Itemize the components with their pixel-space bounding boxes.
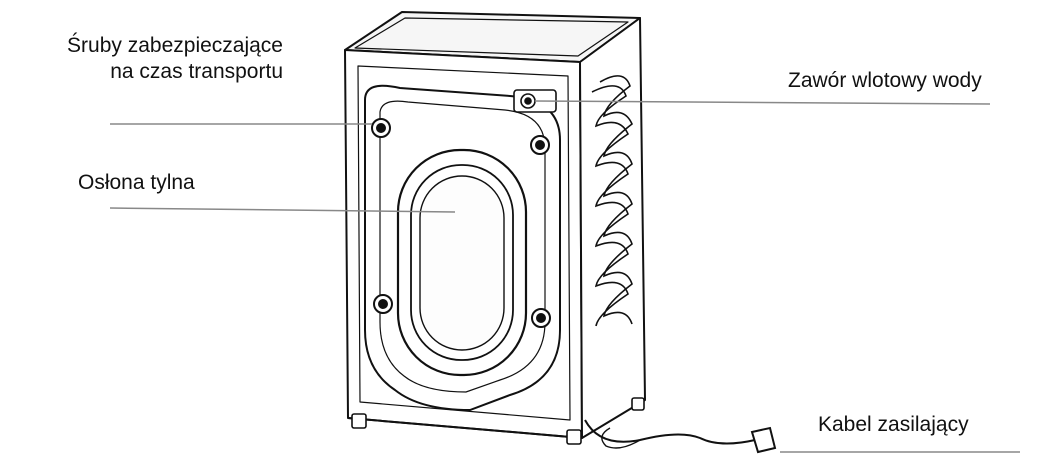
side-corrugation (591, 75, 633, 327)
back-cover-outline (364, 84, 561, 412)
drum-opening (396, 148, 528, 377)
label-transport-screws-line1: Śruby zabezpieczające (67, 34, 283, 57)
leader-back-cover (109, 207, 456, 213)
feet (351, 397, 645, 445)
label-water-inlet-valve: Zawór wlotowy wody (788, 69, 982, 92)
power-cable-part (584, 419, 777, 454)
transport-bolts (371, 118, 551, 328)
leader-lines (109, 100, 1020, 453)
leader-inlet-valve (534, 100, 991, 105)
label-transport-screws: Śruby zabezpieczające na czas transportu (10, 33, 283, 85)
label-back-cover: Osłona tylna (78, 171, 195, 194)
label-transport-screws-line2: na czas transportu (110, 60, 283, 83)
label-power-cable: Kabel zasilający (818, 413, 969, 436)
